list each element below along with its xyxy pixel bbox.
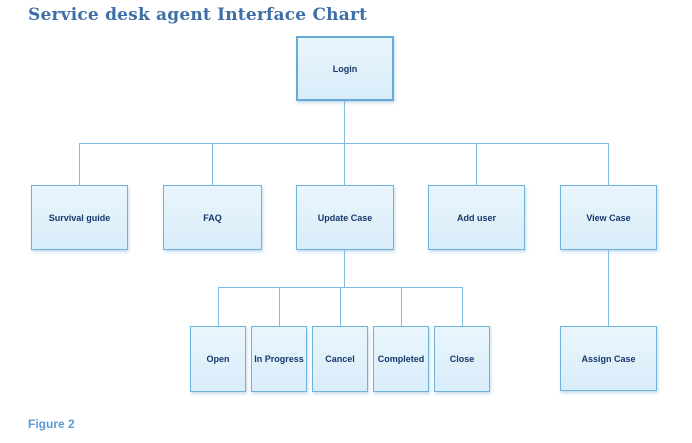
node-close: Close [434, 326, 490, 392]
figure-caption: Figure 2 [28, 417, 75, 431]
connector-stub-in-progress [279, 287, 280, 326]
connector-stub-survival-guide [79, 143, 80, 185]
connector-stub-faq [212, 143, 213, 185]
page-title: Service desk agent Interface Chart [28, 5, 368, 25]
node-open: Open [190, 326, 246, 392]
node-survival-guide: Survival guide [31, 185, 128, 250]
node-faq: FAQ [163, 185, 262, 250]
connector-view-case-to-assign-case [608, 250, 609, 326]
connector-update-case-drop [344, 250, 345, 287]
connector-login-drop [344, 101, 345, 143]
connector-stub-open [218, 287, 219, 326]
node-completed: Completed [373, 326, 429, 392]
connector-stub-close [462, 287, 463, 326]
node-cancel: Cancel [312, 326, 368, 392]
node-update-case: Update Case [296, 185, 394, 250]
connector-stub-view-case [608, 143, 609, 185]
node-view-case: View Case [560, 185, 657, 250]
node-assign-case: Assign Case [560, 326, 657, 391]
connector-stub-completed [401, 287, 402, 326]
node-add-user: Add user [428, 185, 525, 250]
connector-stub-update-case [344, 143, 345, 185]
node-login: Login [296, 36, 394, 101]
node-in-progress: In Progress [251, 326, 307, 392]
connector-stub-cancel [340, 287, 341, 326]
connector-stub-add-user [476, 143, 477, 185]
